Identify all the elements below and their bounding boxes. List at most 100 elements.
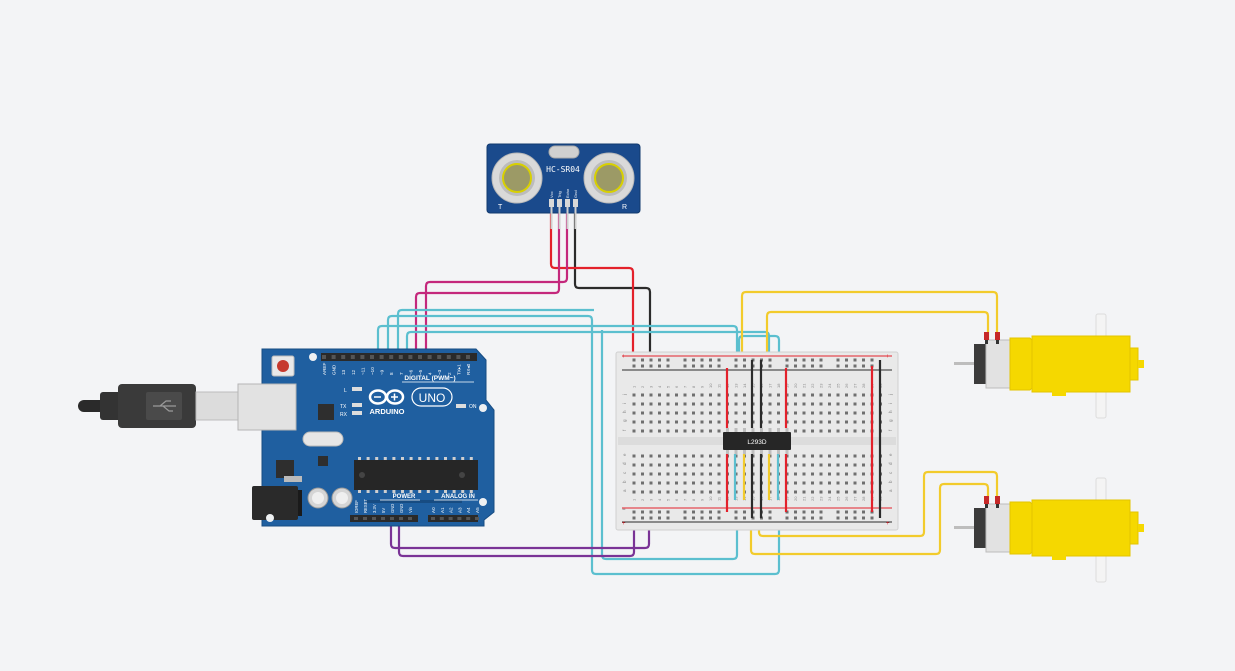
- header-socket[interactable]: [322, 355, 326, 359]
- header-socket[interactable]: [379, 355, 384, 359]
- atmega-chip: [354, 460, 478, 490]
- header-socket[interactable]: [399, 517, 403, 520]
- header-socket[interactable]: [354, 517, 358, 520]
- motor-terminal[interactable]: [995, 496, 1000, 504]
- header-socket[interactable]: [437, 355, 442, 359]
- analog-in-label: ANALOG IN: [441, 494, 475, 500]
- wire-sensor-trig[interactable]: [414, 212, 561, 357]
- column-label: 13: [734, 383, 739, 388]
- dc-motor[interactable]: [954, 477, 1144, 583]
- header-socket[interactable]: [372, 517, 376, 520]
- header-socket[interactable]: [408, 517, 412, 520]
- sensor-pin-label: Trig: [557, 191, 562, 198]
- header-socket[interactable]: [446, 355, 451, 359]
- crystal-oscillator: [302, 431, 344, 447]
- digital-pin-label: 13: [341, 369, 346, 375]
- header-socket[interactable]: [457, 517, 462, 520]
- sensor-pin[interactable]: [573, 199, 578, 207]
- dc-jack[interactable]: [252, 486, 298, 520]
- header-socket[interactable]: [331, 355, 336, 359]
- analog-header[interactable]: [428, 515, 478, 522]
- analog-pin-label: A1: [440, 507, 445, 513]
- column-label: 23: [819, 496, 824, 501]
- rail-minus-label: −: [622, 507, 626, 513]
- sensor-pin[interactable]: [549, 199, 554, 207]
- sensor-pin-label: Echo: [565, 188, 570, 198]
- column-label: 26: [844, 496, 849, 501]
- wire-sensor-vcc[interactable]: [549, 212, 635, 358]
- rail-plus-label: +: [886, 354, 890, 360]
- motor-terminal[interactable]: [984, 496, 989, 504]
- header-socket[interactable]: [363, 517, 367, 520]
- row-label: d: [622, 462, 627, 465]
- l293d-chip[interactable]: L293D: [723, 428, 791, 454]
- arduino-logo: ARDUINO UNO: [368, 387, 453, 416]
- digital-header[interactable]: [321, 353, 477, 361]
- column-label: 28: [861, 496, 866, 501]
- header-socket[interactable]: [408, 355, 413, 359]
- analog-pin-label: A4: [466, 507, 471, 513]
- header-socket[interactable]: [431, 517, 435, 520]
- header-socket[interactable]: [360, 355, 365, 359]
- wire-signal-4[interactable]: [405, 330, 771, 420]
- wire-signal-2[interactable]: [386, 314, 781, 576]
- header-socket[interactable]: [389, 355, 394, 359]
- column-label: 8: [691, 385, 696, 388]
- uno-badge: UNO: [411, 387, 453, 407]
- header-socket[interactable]: [350, 355, 355, 359]
- header-socket[interactable]: [398, 355, 403, 359]
- header-socket[interactable]: [466, 517, 471, 520]
- wire-motor2-b[interactable]: [749, 450, 990, 556]
- row-label: b: [888, 480, 893, 483]
- wire-sensor-echo[interactable]: [424, 212, 569, 357]
- column-label: 7: [683, 498, 688, 501]
- digital-label: DIGITAL (PWM~): [404, 375, 455, 382]
- usb-cable[interactable]: [78, 384, 243, 428]
- header-socket[interactable]: [341, 355, 346, 359]
- dc-motor[interactable]: [954, 313, 1144, 419]
- header-socket[interactable]: [466, 355, 470, 359]
- header-socket[interactable]: [418, 355, 422, 359]
- motor-terminal[interactable]: [995, 332, 1000, 340]
- wire-power-gnd[interactable]: [397, 512, 636, 558]
- wire-motor1-a[interactable]: [740, 290, 999, 420]
- column-label: 24: [827, 383, 832, 388]
- header-socket[interactable]: [448, 517, 453, 520]
- status-leds: L TX RX ON: [340, 387, 477, 418]
- column-label: 11: [717, 383, 722, 388]
- sensor-pin[interactable]: [565, 199, 570, 207]
- analog-pin-label: A2: [449, 507, 454, 513]
- sensor-pin[interactable]: [557, 199, 562, 207]
- column-label: 22: [810, 383, 815, 388]
- sensor-t-mark: T: [498, 204, 503, 211]
- header-socket[interactable]: [475, 517, 479, 520]
- sensor-crystal: [548, 145, 580, 159]
- column-label: 26: [844, 383, 849, 388]
- digital-pin-label: 7: [399, 372, 404, 375]
- arduino-brand: ARDUINO: [370, 407, 405, 416]
- breadboard-holes[interactable]: [632, 358, 883, 520]
- wire-motor2-a[interactable]: [757, 450, 999, 538]
- breadboard-jumpers[interactable]: [725, 360, 882, 518]
- header-socket[interactable]: [456, 355, 461, 359]
- reset-button[interactable]: [271, 355, 295, 377]
- wire-motor1-b[interactable]: [765, 310, 990, 420]
- digital-pin-label: AREF: [322, 363, 327, 375]
- header-socket[interactable]: [439, 517, 444, 520]
- header-socket[interactable]: [370, 355, 374, 359]
- column-label: 17: [768, 383, 773, 388]
- header-socket[interactable]: [427, 355, 432, 359]
- column-label: 6: [674, 385, 679, 388]
- digital-pin-label: ~3: [437, 369, 442, 375]
- row-label: c: [888, 471, 893, 474]
- wire-sensor-gnd[interactable]: [573, 212, 652, 358]
- header-socket[interactable]: [390, 517, 394, 520]
- wire-power-5v[interactable]: [389, 512, 651, 550]
- usb-b-port[interactable]: [237, 383, 297, 431]
- motor-terminal[interactable]: [984, 332, 989, 340]
- header-socket[interactable]: [381, 517, 385, 520]
- wire-signal-3[interactable]: [396, 308, 594, 357]
